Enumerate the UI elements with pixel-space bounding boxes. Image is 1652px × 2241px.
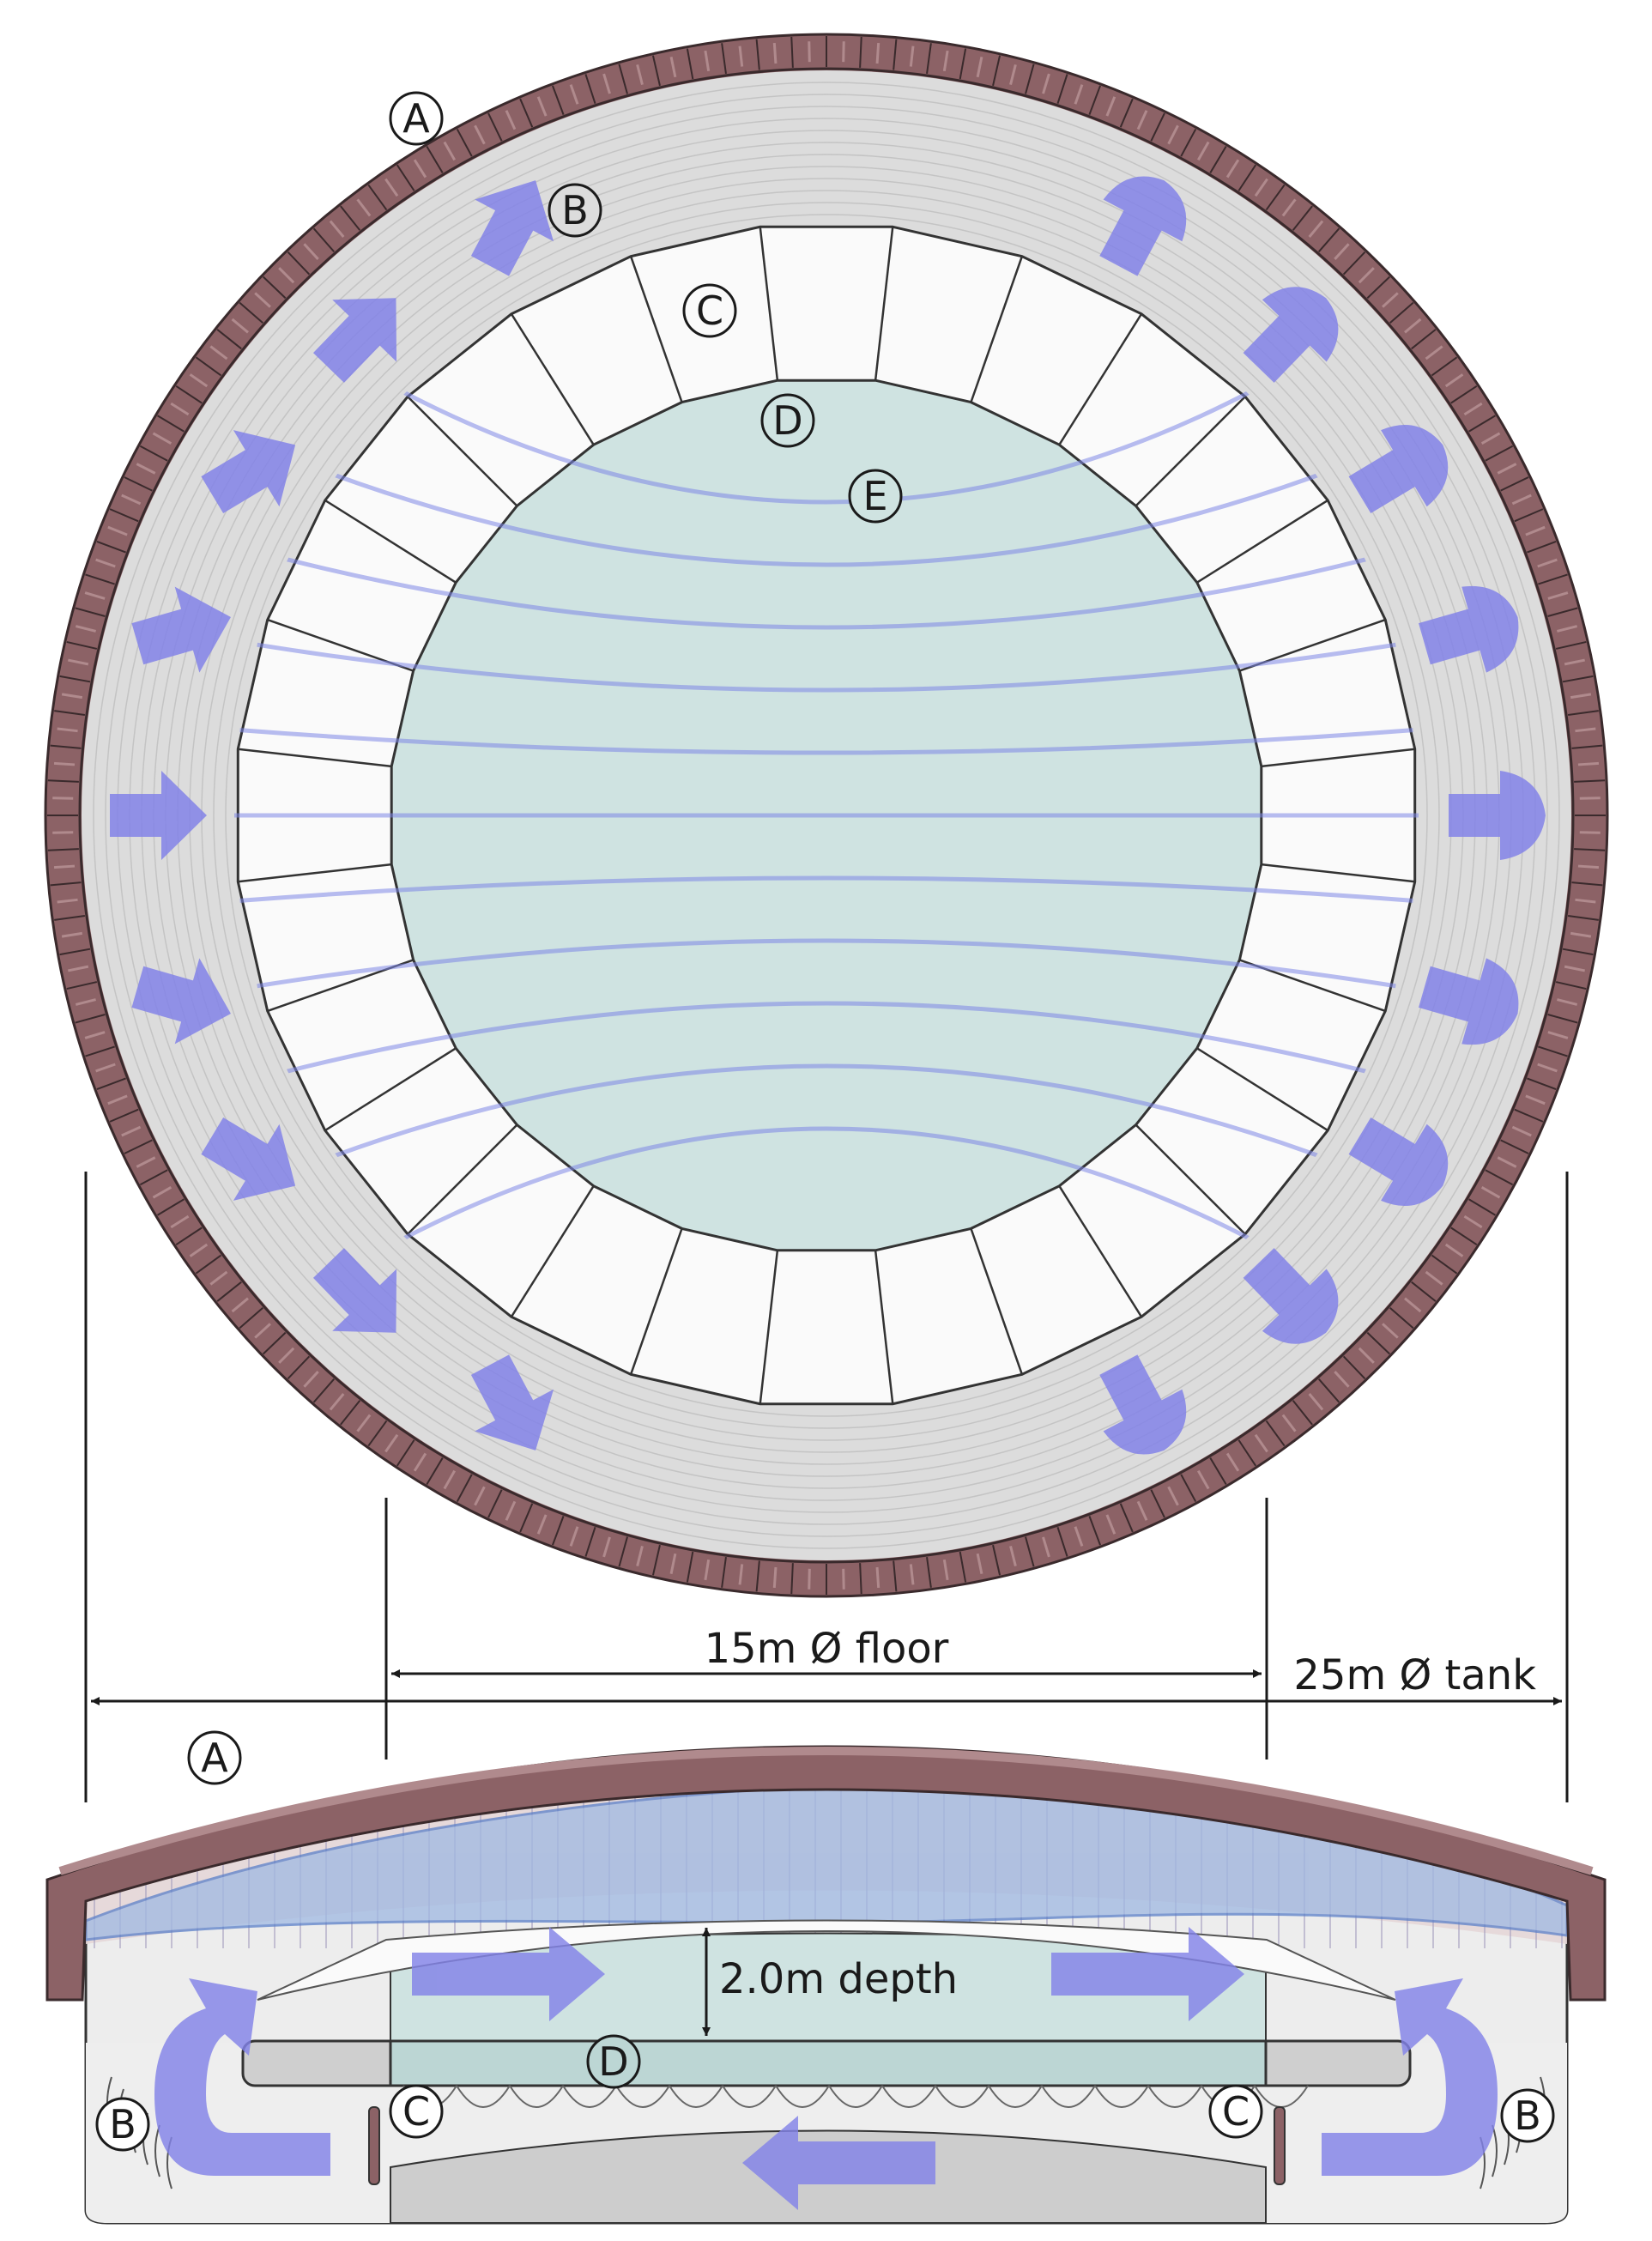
marker-a-side: A	[187, 1730, 242, 1785]
floor-dimension-label: 15m Ø floor	[705, 1625, 949, 1673]
svg-text:A: A	[402, 95, 430, 142]
svg-text:C: C	[402, 2088, 430, 2135]
marker-d-top: D	[760, 393, 815, 448]
marker-c-side-left: C	[389, 2084, 444, 2139]
svg-text:B: B	[109, 2101, 136, 2147]
top-view: A B C D E	[44, 33, 1609, 1598]
field-lines	[233, 386, 1419, 1245]
water-body	[86, 1785, 1567, 1941]
marker-c-side-right: C	[1208, 2084, 1263, 2139]
svg-text:B: B	[561, 187, 589, 233]
side-view: 2.0m depth A B B C C	[45, 1730, 1607, 2225]
inflow-arrows	[110, 180, 554, 1451]
svg-text:D: D	[598, 2038, 628, 2085]
marker-a-top: A	[389, 91, 444, 146]
marker-b-top: B	[548, 183, 602, 238]
marker-e-top: E	[848, 469, 903, 524]
marker-b-side-left: B	[95, 2097, 150, 2152]
svg-text:B: B	[1514, 2093, 1541, 2139]
dimension-lines	[84, 1172, 1569, 1802]
svg-text:D: D	[772, 397, 802, 444]
svg-text:E: E	[862, 473, 887, 519]
segment-dividers	[238, 227, 1415, 1404]
svg-text:C: C	[696, 288, 723, 334]
depth-dimension-label: 2.0m depth	[719, 1955, 958, 2003]
outflow-arrows	[1099, 176, 1546, 1455]
marker-b-side-right: B	[1500, 2088, 1555, 2143]
brick-joints	[47, 36, 1606, 1595]
marker-c-top: C	[682, 283, 737, 338]
svg-text:A: A	[201, 1735, 228, 1781]
svg-text:C: C	[1222, 2088, 1250, 2135]
side-flow-arrows	[154, 1927, 1498, 2210]
scallops	[402, 2085, 1309, 2108]
marker-d-side: D	[586, 2034, 641, 2089]
tank-dimension-label: 25m Ø tank	[1293, 1651, 1536, 1699]
